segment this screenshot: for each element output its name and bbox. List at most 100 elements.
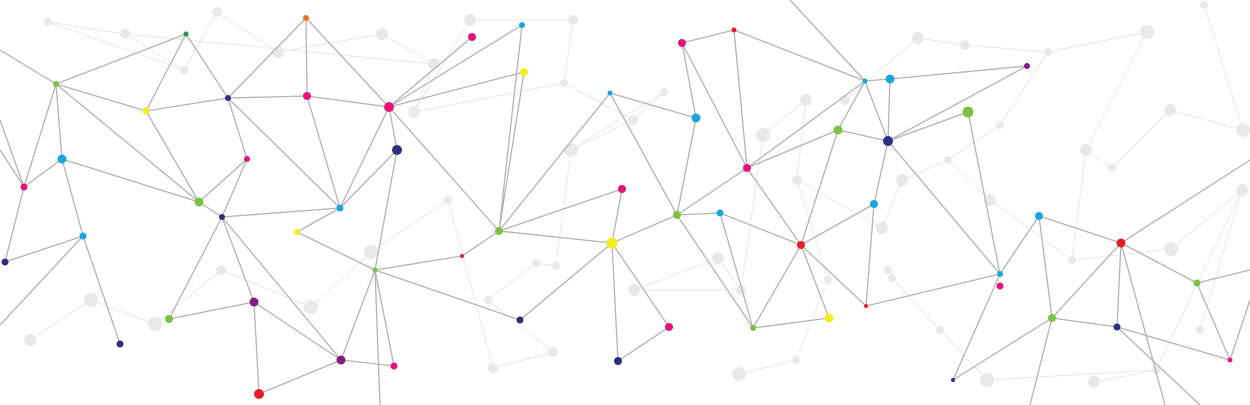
edge <box>1038 215 1053 319</box>
green-node <box>165 315 173 323</box>
faint-node <box>792 356 800 364</box>
navy-node <box>219 214 225 220</box>
edge <box>609 92 678 216</box>
faint-node <box>960 40 970 50</box>
faint-edge <box>999 51 1049 126</box>
faint-node <box>148 317 162 331</box>
faint-edge <box>487 299 554 353</box>
faint-node <box>1236 184 1248 196</box>
faint-edge <box>1071 248 1172 261</box>
faint-edge <box>762 99 807 136</box>
faint-edge <box>487 262 537 301</box>
faint-node <box>628 115 638 125</box>
faint-edge <box>796 99 807 181</box>
edge <box>865 203 875 307</box>
faint-edge <box>1047 31 1148 53</box>
faint-node <box>824 276 832 284</box>
faint-node <box>364 245 378 259</box>
edge <box>1029 317 1053 405</box>
edge <box>221 216 255 303</box>
faint-node <box>272 46 284 58</box>
edge <box>55 83 147 112</box>
faint-edge <box>633 257 719 291</box>
faint-edge <box>796 179 883 229</box>
edge <box>681 42 697 119</box>
blue-node <box>519 22 525 28</box>
edge <box>306 95 341 209</box>
faint-edge <box>1203 4 1244 131</box>
faint-edge <box>413 19 471 113</box>
edge <box>676 167 748 216</box>
red-node <box>797 241 805 249</box>
green-node <box>495 227 503 235</box>
faint-node <box>912 32 924 44</box>
faint-node <box>376 28 388 40</box>
edge <box>752 317 830 329</box>
edge <box>719 212 802 246</box>
faint-edge <box>881 179 903 229</box>
faint-edge <box>47 21 126 35</box>
pink-node <box>390 362 398 370</box>
edge <box>887 65 1028 142</box>
faint-node <box>888 274 896 282</box>
faint-node <box>408 106 420 118</box>
faint-node <box>548 347 558 357</box>
edge <box>681 42 748 169</box>
edge <box>305 17 308 97</box>
edge <box>617 326 670 362</box>
faint-edge <box>1169 109 1244 131</box>
edge <box>55 33 187 85</box>
edge <box>305 17 390 108</box>
edge <box>340 269 376 361</box>
edge <box>952 317 1053 381</box>
navy-node <box>883 136 893 146</box>
edge <box>198 158 248 203</box>
faint-node <box>1068 256 1076 264</box>
faint-edge <box>964 44 1049 53</box>
faint-edge <box>740 134 764 291</box>
yellow-node <box>606 237 618 249</box>
faint-edge <box>310 251 372 308</box>
edge <box>306 95 390 108</box>
edge <box>498 92 611 232</box>
edge <box>887 111 969 142</box>
navy-node <box>225 95 231 101</box>
edge <box>0 235 84 326</box>
edge <box>388 36 473 108</box>
green-node <box>673 211 681 219</box>
faint-node <box>896 174 908 186</box>
edge <box>253 301 260 395</box>
pink-node <box>1227 357 1233 363</box>
yellow-node <box>294 229 300 235</box>
edge <box>1038 215 1122 244</box>
faint-node <box>180 66 188 74</box>
edge <box>611 188 623 244</box>
edge <box>611 214 678 244</box>
navy-node <box>1 258 9 266</box>
faint-node <box>1164 104 1176 116</box>
faint-edge <box>901 159 949 181</box>
edge <box>800 129 839 246</box>
blue-node <box>79 232 87 240</box>
edge <box>611 242 670 328</box>
red-node <box>460 254 464 258</box>
faint-node <box>884 266 892 274</box>
faint-edge <box>1155 189 1243 371</box>
faint-edge <box>570 91 665 151</box>
edge <box>733 29 866 82</box>
edge <box>253 301 342 361</box>
faint-edge <box>1071 149 1087 261</box>
faint-node <box>660 88 668 96</box>
faint-node <box>736 285 746 295</box>
darkgreen-node <box>183 31 189 37</box>
edge <box>1229 299 1250 361</box>
edge <box>258 359 342 395</box>
faint-node <box>24 334 36 346</box>
faint-node <box>552 262 560 270</box>
faint-edge <box>124 33 185 71</box>
red-node <box>254 389 264 399</box>
faint-edge <box>220 269 312 308</box>
edge <box>388 106 500 232</box>
edge <box>746 129 839 169</box>
